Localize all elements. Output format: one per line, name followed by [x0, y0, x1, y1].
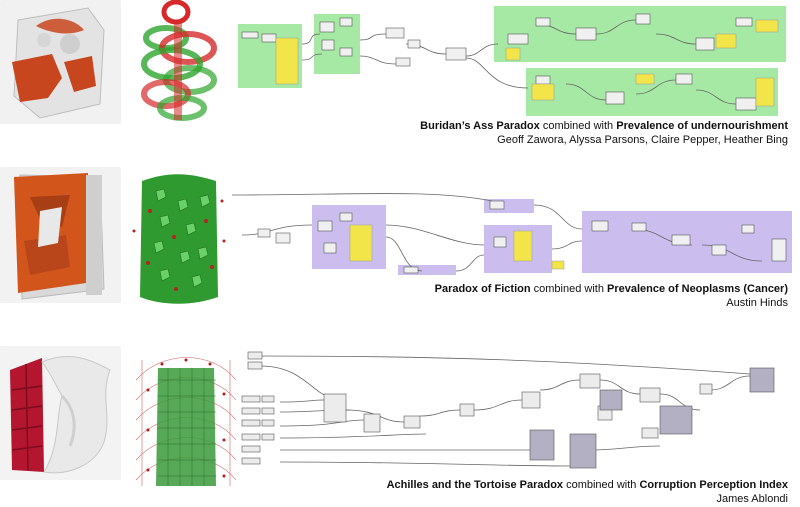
connector-text: combined with	[533, 283, 604, 295]
authors-line: Geoff Zawora, Alyssa Parsons, Claire Pep…	[497, 134, 788, 146]
project-row-2: Paradox of Fiction combined with Prevale…	[0, 163, 800, 323]
grasshopper-definition-graph	[236, 4, 796, 119]
grasshopper-definition-graph	[232, 185, 796, 277]
paradox-name: Paradox of Fiction	[434, 283, 531, 295]
project-caption: Buridan’s Ass Paradox combined with Prev…	[420, 119, 788, 147]
project-caption: Paradox of Fiction combined with Prevale…	[435, 282, 788, 310]
dataset-name: Prevalence of Neoplasms (Cancer)	[607, 283, 788, 295]
digital-render	[132, 350, 240, 490]
paradox-name: Achilles and the Tortoise Paradox	[386, 479, 564, 491]
caption-title-line: Achilles and the Tortoise Paradox combin…	[387, 478, 788, 492]
grasshopper-definition-graph	[240, 350, 796, 476]
authors-line: Austin Hinds	[726, 297, 788, 309]
project-row-3: Achilles and the Tortoise Paradox combin…	[0, 340, 800, 507]
digital-render	[136, 0, 228, 126]
dataset-name: Prevalence of undernourishment	[616, 120, 788, 132]
dataset-name: Corruption Perception Index	[639, 479, 788, 491]
connector-text: combined with	[542, 120, 614, 132]
fabricated-model-photo	[0, 346, 121, 480]
fabricated-model-photo	[0, 167, 121, 303]
project-caption: Achilles and the Tortoise Paradox combin…	[387, 478, 788, 506]
connector-text: combined with	[566, 479, 637, 491]
paradox-name: Buridan’s Ass Paradox	[420, 120, 540, 132]
digital-render	[130, 171, 228, 307]
authors-line: James Ablondi	[716, 493, 788, 505]
project-row-1: Buridan’s Ass Paradox combined with Prev…	[0, 0, 800, 160]
caption-title-line: Paradox of Fiction combined with Prevale…	[435, 282, 788, 296]
fabricated-model-photo	[0, 0, 121, 124]
caption-title-line: Buridan’s Ass Paradox combined with Prev…	[420, 119, 788, 133]
